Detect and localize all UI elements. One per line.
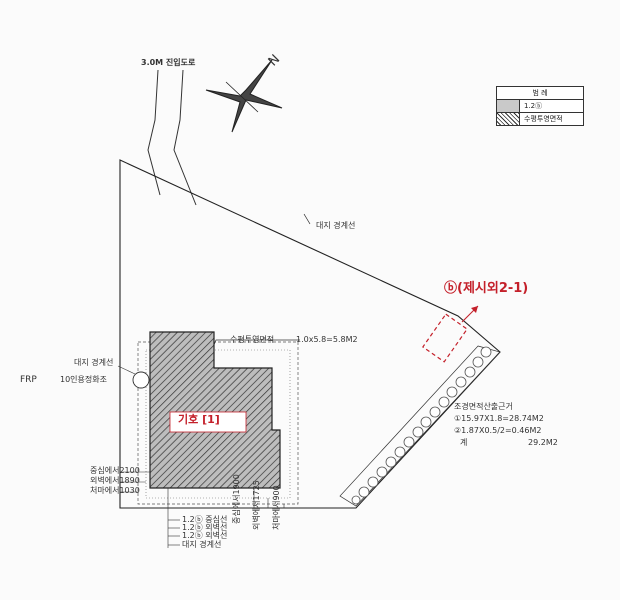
bottom-label-3: 1.2ⓑ 외벽선 [182, 531, 228, 540]
building-label-box [169, 411, 247, 433]
setback-left-1: 중심에서2100 [90, 466, 140, 475]
setback-bottom-1: 중심에서1900 [232, 474, 241, 524]
water-tank-label: 10인용정화조 [60, 375, 107, 384]
setback-bottom-2: 외벽에서1725 [252, 480, 261, 530]
eaves-outline [137, 341, 299, 505]
bottom-label-2: 1.2ⓑ 외벽선 [182, 523, 228, 532]
site-boundary-left-label: 대지 경계선 [74, 358, 114, 367]
frp-note: FRP [20, 375, 37, 385]
building-label: 기호 [1] [178, 413, 220, 426]
landscape-calc-2: ②1.87X0.5/2=0.46M2 [454, 426, 542, 435]
annex-dashed-area [422, 313, 468, 363]
water-tank-symbol [132, 371, 150, 389]
projected-area-leader [213, 339, 300, 346]
landscape-calc-1: ①15.97X1.8=28.74M2 [454, 414, 544, 423]
legend-swatch-hatch [497, 113, 520, 125]
legend-row-1: 1.2ⓑ [497, 99, 583, 112]
site-boundary-top-label: 대지 경계선 [316, 221, 356, 230]
annex-arrowhead [471, 306, 478, 313]
landscape-total: 29.2M2 [528, 438, 558, 447]
boundary-leader-left [117, 365, 136, 375]
compass-rose [205, 59, 283, 133]
landscape-title: 조경면적산출근거 [454, 402, 513, 411]
boundary-leader-top [303, 213, 311, 225]
legend-title-row: 범 례 [497, 87, 583, 99]
legend-box: 범 례 1.2ⓑ 수평투영면적 [496, 86, 584, 126]
legend-swatch-grey [497, 100, 520, 112]
road-edge-right [173, 69, 197, 206]
legend-title: 범 례 [532, 89, 548, 97]
projected-area-label: 수평투영면적 [230, 335, 275, 344]
road-edge-left [147, 69, 161, 196]
projected-area-calc: 1.0x5.8=5.8M2 [296, 335, 358, 344]
bottom-label-4: 대지 경계선 [182, 540, 222, 549]
legend-row-2-label: 수평투영면적 [524, 115, 563, 123]
landscape-shrubs [351, 346, 492, 505]
legend-row-2: 수평투영면적 [497, 112, 583, 125]
site-boundary [119, 159, 501, 509]
bottom-label-1: 1.2ⓑ 중심선 [182, 515, 228, 524]
landscape-strip [339, 345, 501, 507]
setback-left-2: 외벽에서1890 [90, 476, 140, 485]
bottom-leaders [167, 488, 180, 548]
building-footprint [149, 331, 281, 489]
wall-outline [145, 349, 291, 499]
landscape-total-label: 계 [460, 438, 468, 447]
setback-left-3: 처마에서1030 [90, 486, 140, 495]
annex-label: ⓑ(제시외2-1) [444, 281, 529, 296]
setback-bottom-3: 처마에서900 [272, 485, 281, 530]
legend-row-1-label: 1.2ⓑ [524, 102, 543, 110]
road-label: 3.0M 진입도로 [141, 58, 196, 67]
setback-dimensions [120, 471, 285, 508]
